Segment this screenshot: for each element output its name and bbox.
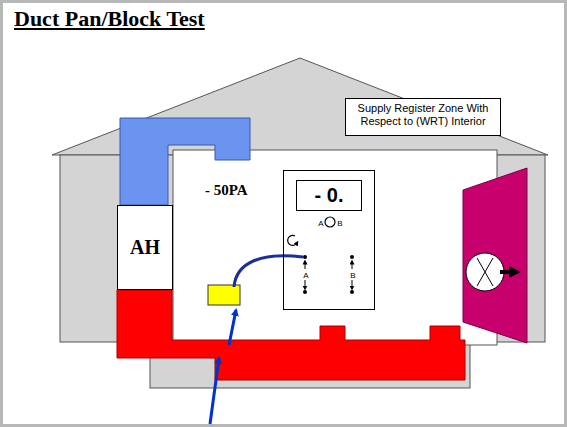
pressure-label: - 50PA — [205, 182, 248, 199]
node-text: Supply Register Zone With Respect to (WR… — [349, 102, 497, 127]
gauge-display: - 0. — [296, 180, 362, 211]
port-letter: B — [337, 219, 342, 228]
node-text: - 0. — [315, 184, 344, 207]
note-box: Supply Register Zone With Respect to (WR… — [345, 98, 501, 136]
air-handler-box: AH — [117, 205, 173, 290]
node-text: AH — [130, 236, 160, 259]
manometer-gauge: A B A B - 0. — [283, 170, 375, 310]
port-letter: A — [303, 271, 308, 280]
slide-title: Duct Pan/Block Test — [14, 6, 205, 32]
port-letter: B — [350, 271, 355, 280]
port-letter: A — [318, 219, 323, 228]
